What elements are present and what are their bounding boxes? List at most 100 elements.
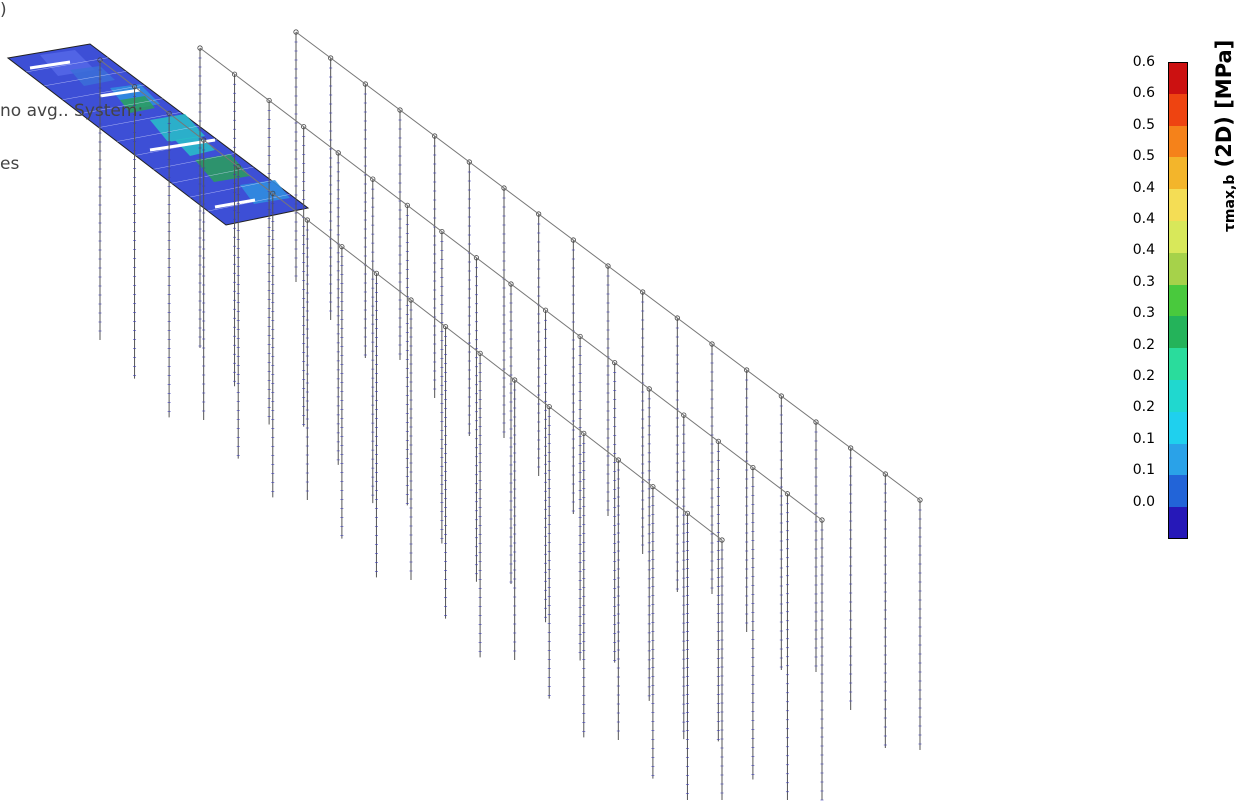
pile — [581, 430, 587, 738]
cap-beam-line — [199, 47, 823, 521]
pile — [408, 297, 414, 580]
pile-head-node — [362, 81, 368, 87]
pile-head-node — [744, 367, 750, 373]
pile-head-node — [581, 430, 587, 436]
legend-tick-label: 0.2 — [1132, 336, 1155, 353]
pile — [778, 393, 784, 670]
pile — [508, 281, 514, 584]
pile-head-node — [684, 510, 691, 516]
legend-tick-label: 0.1 — [1132, 430, 1155, 447]
pile — [304, 217, 310, 500]
slab-mesh-line — [207, 194, 290, 212]
pile-head-node — [650, 484, 656, 490]
header-fragment-text: ) — [0, 0, 7, 20]
pile — [235, 164, 241, 459]
pile — [370, 176, 376, 504]
legend-tick-label: 0.4 — [1132, 242, 1155, 259]
legend-color-swatch — [1168, 380, 1188, 412]
pile-head-node — [605, 263, 611, 269]
pile — [301, 124, 307, 427]
pile-head-node — [512, 377, 518, 383]
pile — [397, 107, 403, 360]
legend-color-swatch — [1168, 507, 1188, 540]
pile-head-node — [813, 419, 819, 425]
legend-tick-label: 0.2 — [1132, 399, 1155, 416]
pile-head-node — [819, 517, 825, 523]
legend-color-swatch — [1168, 189, 1188, 222]
pile-head-node — [917, 497, 923, 503]
slab-contour-patch — [240, 180, 290, 204]
pile — [197, 45, 203, 348]
pile-head-node — [501, 185, 507, 191]
pile-head-node — [508, 281, 514, 287]
pile — [784, 491, 791, 800]
legend-color-swatch — [1168, 348, 1188, 381]
pile — [201, 137, 207, 420]
legend-title-unit: (2D) [MPa] — [1212, 39, 1236, 175]
pile — [750, 464, 756, 780]
pile-head-node — [542, 307, 549, 313]
pile — [650, 484, 656, 779]
legend-color-swatch — [1168, 411, 1188, 444]
legend-tick-label: 0.5 — [1132, 116, 1155, 133]
slab-contour-patch — [70, 66, 115, 86]
pile — [684, 510, 691, 800]
legend-color-swatch — [1168, 62, 1188, 94]
pile-head-node — [442, 324, 449, 330]
cap-beam-line — [295, 31, 921, 501]
pile — [266, 97, 272, 425]
pile-head-node — [612, 360, 618, 366]
pile-head-node — [719, 537, 725, 543]
pile-head-node — [339, 244, 345, 250]
legend-tick-label: 0.2 — [1132, 368, 1155, 384]
pile — [477, 350, 483, 658]
pile-head-node — [715, 438, 721, 444]
slab-mesh-line — [62, 84, 145, 100]
slab-mesh-line — [171, 166, 254, 184]
pile-head-node — [615, 457, 621, 463]
pile-head-node — [750, 464, 756, 471]
pile — [640, 289, 646, 554]
pile-head-node — [404, 202, 410, 208]
pile — [439, 228, 445, 544]
pile-head-node — [266, 97, 272, 104]
cap-beam-line — [99, 59, 723, 541]
pile — [231, 71, 238, 387]
pile — [362, 81, 368, 358]
pile-head-node — [304, 217, 310, 223]
pile-head-node — [373, 270, 380, 276]
shell-slab-result-contour — [6, 43, 310, 226]
pile — [473, 255, 480, 582]
pile — [270, 190, 276, 498]
pile — [512, 377, 518, 660]
pile — [501, 185, 507, 438]
pile-head-node — [570, 237, 576, 243]
pile — [681, 412, 687, 740]
pile — [546, 404, 552, 699]
slab-mesh-line — [116, 125, 200, 142]
pile-head-node — [784, 491, 791, 497]
slab-contour-patch — [120, 96, 155, 113]
pile — [536, 211, 542, 476]
slab-mesh-line — [44, 71, 127, 87]
pile-head-node — [640, 289, 646, 295]
pile-head-node — [397, 107, 403, 113]
legend-color-swatch — [1168, 125, 1188, 158]
pile-head-node — [293, 29, 299, 35]
pile-head-node — [197, 45, 203, 51]
pile-head-node — [778, 393, 784, 399]
slab-mesh-line — [80, 98, 163, 114]
slab-opening-stripe — [29, 60, 71, 70]
legend-tick-label: 0.3 — [1132, 273, 1155, 290]
legend-color-swatch — [1168, 443, 1188, 476]
pile — [97, 57, 103, 340]
pile — [715, 438, 721, 742]
pile — [166, 110, 172, 418]
pile-head-node — [432, 133, 438, 139]
pile-head-node — [231, 71, 238, 77]
legend-tick-label: 0.6 — [1132, 54, 1155, 70]
pile-head-node — [131, 84, 138, 90]
pile — [570, 237, 576, 514]
